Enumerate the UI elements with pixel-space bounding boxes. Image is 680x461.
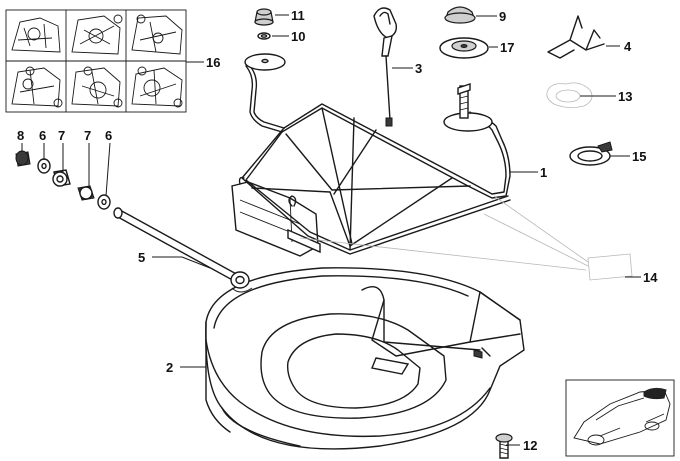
- warning-label: [299, 195, 633, 281]
- seal-ring: [569, 141, 613, 166]
- callout-12: 12: [523, 438, 537, 453]
- wire-clip: [547, 15, 605, 59]
- callout-13: 13: [618, 89, 632, 104]
- callout-6-second: 6: [105, 128, 112, 143]
- callout-7-first: 7: [58, 128, 65, 143]
- dome-cap: [444, 6, 476, 24]
- vehicle-location-thumbnail: [565, 379, 675, 457]
- adhesive-pad: [546, 82, 593, 108]
- callout-16: 16: [206, 55, 220, 70]
- callout-17: 17: [500, 40, 514, 55]
- long-bolt: [113, 207, 253, 293]
- callout-9: 9: [499, 9, 506, 24]
- callout-4: 4: [624, 39, 632, 54]
- instruction-thumbnail-grid: [5, 9, 187, 113]
- callout-11: 11: [291, 8, 305, 23]
- leader-lines: [21, 14, 641, 446]
- callout-2: 2: [166, 360, 173, 375]
- callout-3: 3: [415, 61, 422, 76]
- callout-8: 8: [17, 128, 24, 143]
- callout-6-first: 6: [39, 128, 46, 143]
- callout-14: 14: [643, 270, 658, 285]
- wheel-carrier-frame: [231, 53, 511, 257]
- cap-and-ring: [254, 8, 274, 40]
- mounting-screw: [495, 433, 513, 459]
- callout-7-second: 7: [84, 128, 91, 143]
- wheel-well-tray: [205, 267, 525, 450]
- grommet-disk: [439, 37, 489, 59]
- fastener-stack: [15, 150, 111, 210]
- callout-1: 1: [540, 165, 547, 180]
- callout-15: 15: [632, 149, 646, 164]
- rod-with-handle: [373, 7, 398, 127]
- callout-labels: 11 10 9 17 3 4 13 15 1 16 14 5 2 12 8 6 …: [17, 8, 658, 453]
- callout-10: 10: [291, 29, 305, 44]
- callout-5: 5: [138, 250, 145, 265]
